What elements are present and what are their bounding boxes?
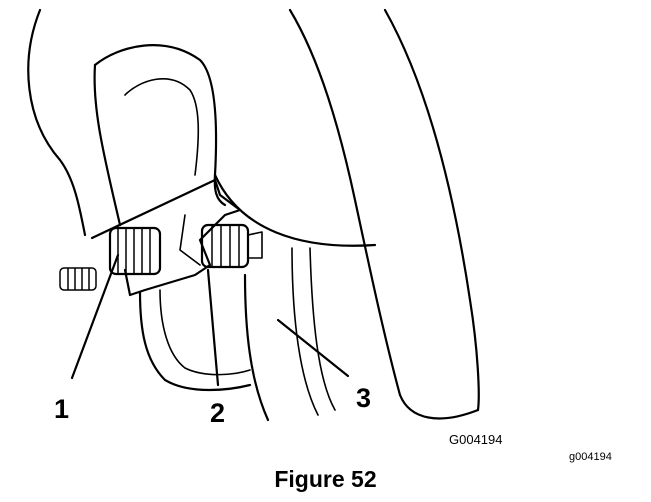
- left-bolt-shaft: [59, 267, 97, 291]
- channel-right: [309, 247, 336, 411]
- arm-left-edge: [93, 63, 122, 227]
- rear-bolt: [200, 223, 250, 269]
- large-bolt: [108, 226, 162, 276]
- curved-post-right-edge: [383, 8, 480, 412]
- leader-line-2: [206, 268, 220, 387]
- upper-arm-inner: [124, 78, 200, 176]
- curved-post-left-edge: [288, 8, 402, 397]
- upper-arm-outline: [93, 44, 227, 207]
- page-graphic-code: g004194: [569, 451, 612, 463]
- channel-mid: [291, 247, 319, 416]
- u-bracket-inner: [159, 289, 251, 376]
- housing-outline: [27, 8, 87, 237]
- callout-3: 3: [356, 383, 371, 413]
- left-bolt-threads: [67, 268, 90, 290]
- bolt-tip: [247, 231, 263, 259]
- large-bolt-threads: [117, 228, 151, 274]
- channel-left: [243, 273, 270, 422]
- u-bracket-outer: [138, 290, 252, 392]
- leader-line-1: [70, 253, 120, 380]
- figure-caption: Figure 52: [274, 466, 377, 492]
- curved-post-bottom: [398, 393, 480, 420]
- callout-1: 1: [54, 394, 69, 424]
- rear-bolt-threads: [211, 225, 240, 267]
- leader-line-3: [276, 318, 350, 378]
- graphic-code: G004194: [449, 432, 503, 447]
- plate-fold: [179, 214, 201, 266]
- housing-lower-curve: [213, 173, 377, 247]
- callout-2: 2: [210, 398, 225, 428]
